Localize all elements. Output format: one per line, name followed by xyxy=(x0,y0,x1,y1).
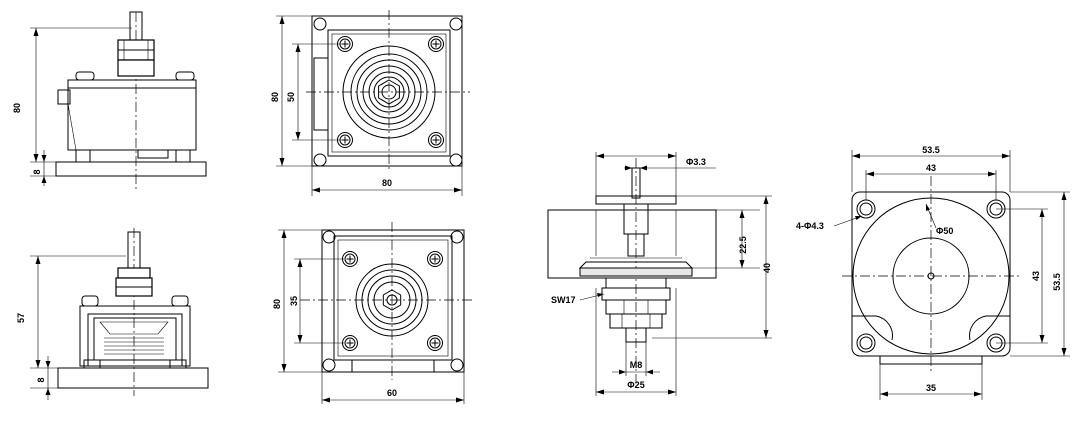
dim-plan-bottom-outer: 80 xyxy=(272,299,282,309)
dim-section-thread: M8 xyxy=(630,360,643,370)
dim-plan-top-outer: 80 xyxy=(270,92,280,102)
plan-view-top: 80 50 80 xyxy=(270,10,470,196)
label-section-wrench: SW17 xyxy=(551,295,576,305)
dim-section-h1: 22.5 xyxy=(738,236,748,254)
dim-section-hole: Φ3.3 xyxy=(686,157,706,167)
round-plan-view: 53.5 43 4-Φ4.3 Φ50 43 53.5 35 xyxy=(796,145,1070,400)
dim-side-bottom-height: 57 xyxy=(16,313,26,323)
dim-round-w1: 53.5 xyxy=(922,145,940,155)
plan-view-bottom: 80 35 60 xyxy=(272,222,472,404)
dim-side-top-height: 80 xyxy=(12,103,22,113)
label-round-holes: 4-Φ4.3 xyxy=(796,221,824,231)
dim-round-h2: 53.5 xyxy=(1052,273,1062,291)
side-view-bottom: 57 8 xyxy=(16,228,209,400)
dim-round-h1: 43 xyxy=(1031,271,1041,281)
dim-round-w3: 35 xyxy=(926,383,936,393)
dim-plan-bottom-inner: 35 xyxy=(289,296,299,306)
label-round-circle: Φ50 xyxy=(936,226,953,236)
dim-side-bottom-base: 8 xyxy=(36,377,46,382)
side-view-top: 80 8 xyxy=(12,11,207,190)
dim-plan-bottom-width: 60 xyxy=(387,388,397,398)
section-view: Φ3.3 22.5 40 SW17 M8 Φ25 xyxy=(547,152,772,396)
dim-section-h2: 40 xyxy=(762,263,772,273)
dim-plan-top-width: 80 xyxy=(382,178,392,188)
dim-side-top-base: 8 xyxy=(32,169,42,174)
dim-section-dia: Φ25 xyxy=(627,380,644,390)
dim-round-w2: 43 xyxy=(926,163,936,173)
dim-plan-top-inner: 50 xyxy=(286,92,296,102)
